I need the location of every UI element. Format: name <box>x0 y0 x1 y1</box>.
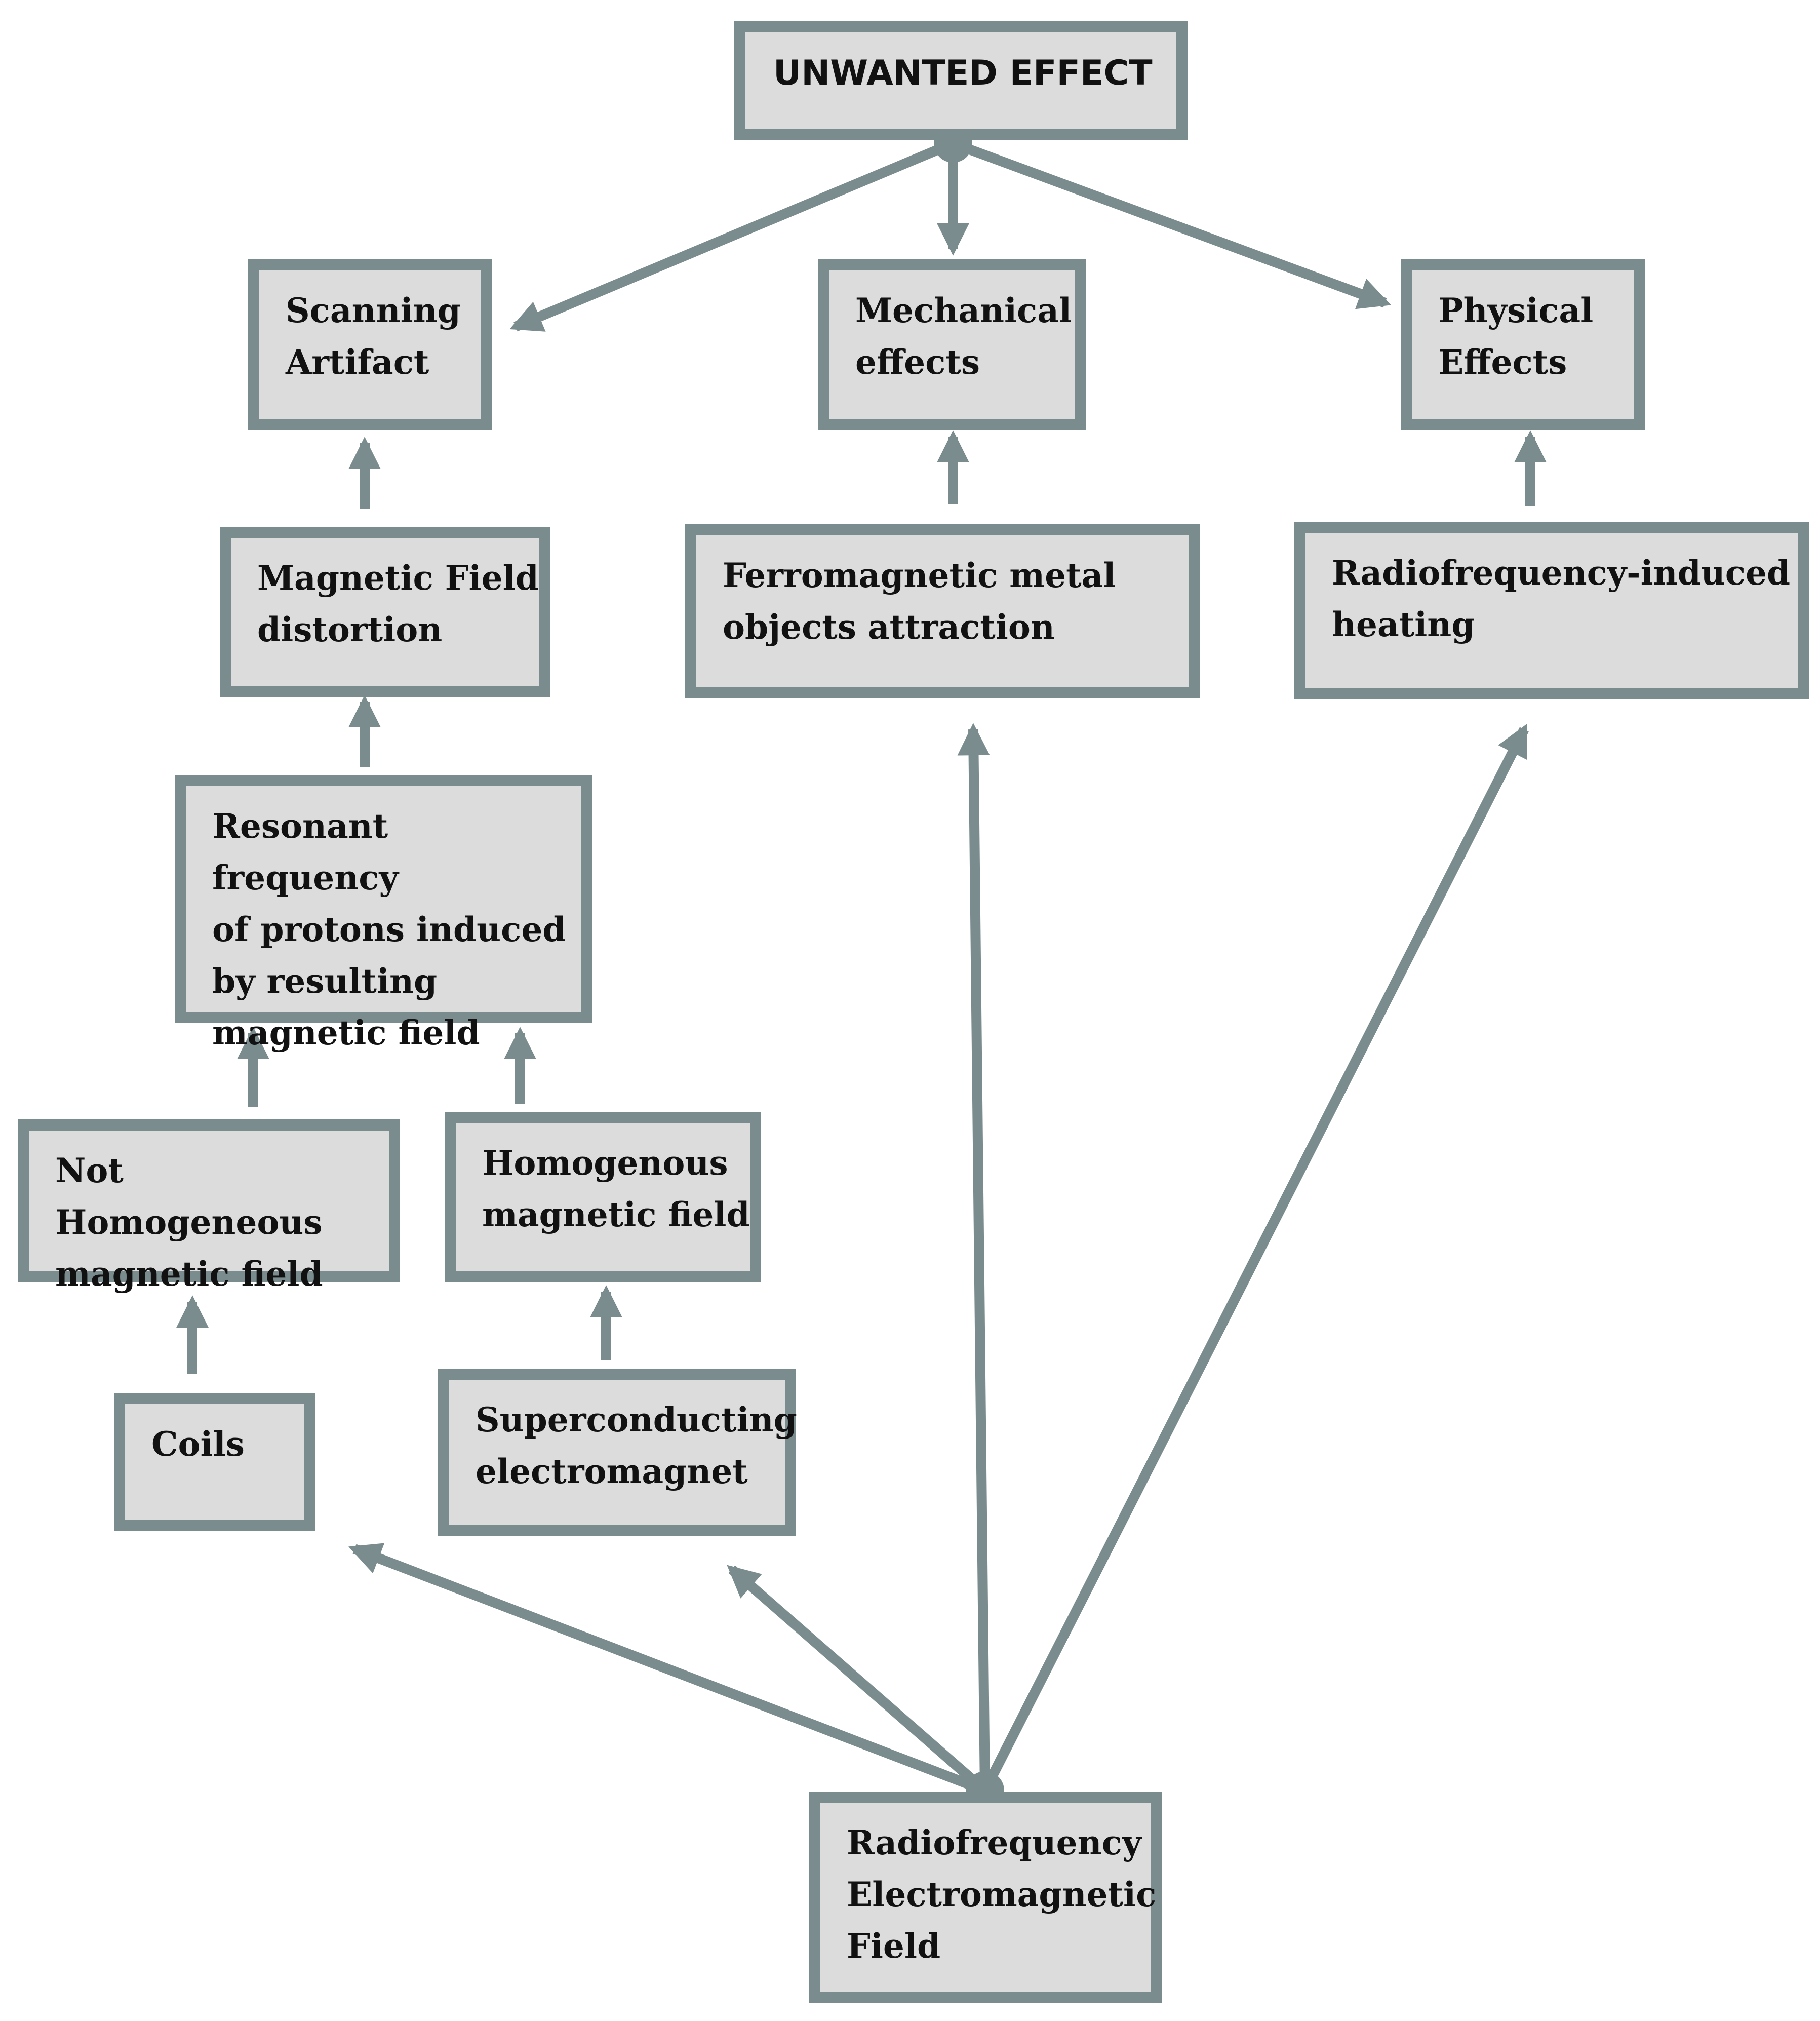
node-physical-effects: Physical Effects <box>1401 259 1645 430</box>
edge-rfemf-to-coils <box>348 1543 987 1796</box>
node-ferromagnetic-attraction: Ferromagnetic metal objects attraction <box>685 524 1200 698</box>
edge-unwanted-to-physical <box>951 138 1392 309</box>
edge-rfemf-to-ferro <box>957 723 990 1791</box>
node-not-homogeneous-field: Not Homogeneous magnetic field <box>18 1119 400 1294</box>
edge-rfemf-to-supercond <box>727 1565 988 1795</box>
node-rf-electromagnetic-field: Radiofrequency Electromagnetic Field <box>809 1792 1162 2003</box>
node-unwanted-effect: UNWANTED EFFECT <box>734 21 1188 140</box>
node-coils: Coils <box>114 1393 315 1531</box>
node-rf-induced-heating: Radiofrequency-induced heating <box>1294 522 1809 699</box>
node-superconducting-electromagnet: Superconducting electromagnet <box>438 1369 797 1536</box>
node-magnetic-field-distortion: Magnetic Field distortion <box>220 527 550 697</box>
node-resonant-frequency: Resonant frequency of protons induced by… <box>175 775 592 1053</box>
edge-rfemf-to-rfheat <box>980 723 1529 1793</box>
node-scanning-artifact: Scanning Artifact <box>248 259 492 430</box>
node-mechanical-effects: Mechanical effects <box>818 259 1086 430</box>
edge-unwanted-to-scanning <box>509 138 955 332</box>
node-homogenous-field: Homogenous magnetic field <box>445 1112 761 1282</box>
